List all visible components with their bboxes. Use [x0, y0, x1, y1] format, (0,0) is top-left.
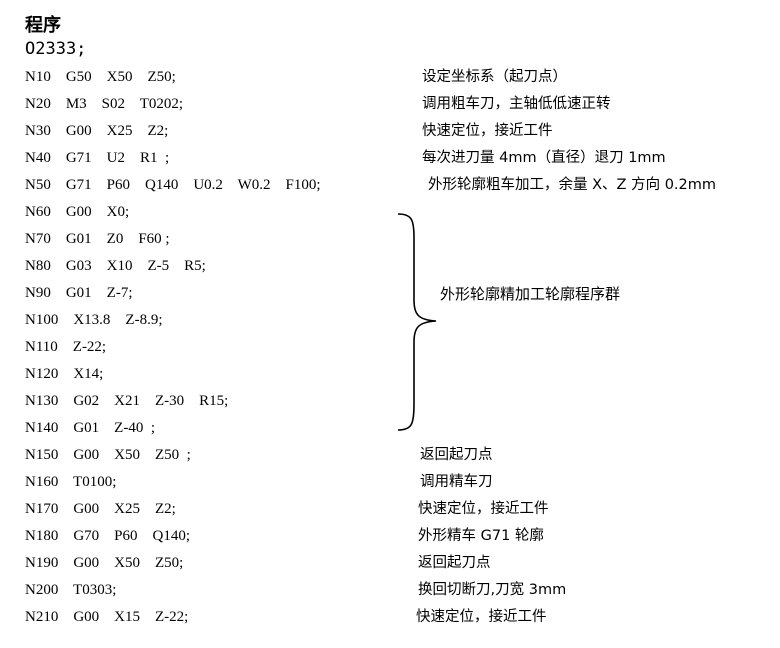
- comment-text: 设定坐标系（起刀点）: [422, 69, 567, 85]
- code-text: N180 G70 P60 Q140;: [25, 528, 191, 544]
- code-text: N50 G71 P60 Q140 U0.2 W0.2 F100;: [25, 177, 321, 193]
- code-text: N20 M3 S02 T0202;: [25, 96, 184, 112]
- program-line: N90 G01 Z-7;: [0, 280, 780, 307]
- code-text: N140 G01 Z-40 ;: [25, 420, 155, 436]
- program-line: N170 G00 X25 Z2; 快速定位，接近工件: [0, 496, 780, 523]
- code-text: N70 G01 Z0 F60 ;: [25, 231, 170, 247]
- code-text: N110 Z-22;: [25, 339, 107, 355]
- program-line: N200 T0303; 换回切断刀,刀宽 3mm: [0, 577, 780, 604]
- program-line: N120 X14;: [0, 361, 780, 388]
- comment-text: 外形精车 G71 轮廓: [418, 528, 544, 544]
- program-line: N50 G71 P60 Q140 U0.2 W0.2 F100; 外形轮廓粗车加工…: [0, 172, 780, 199]
- comment-text: 外形轮廓粗车加工，余量 X、Z 方向 0.2mm: [428, 177, 717, 193]
- curly-brace-icon: [397, 213, 437, 431]
- program-line: N20 M3 S02 T0202; 调用粗车刀，主轴低低速正转: [0, 91, 780, 118]
- program-line: N130 G02 X21 Z-30 R15;: [0, 388, 780, 415]
- code-text: N130 G02 X21 Z-30 R15;: [25, 393, 229, 409]
- code-text: N120 X14;: [25, 366, 104, 382]
- comment-text: 返回起刀点: [418, 555, 491, 571]
- comment-text: 调用精车刀: [420, 474, 493, 490]
- program-line: N140 G01 Z-40 ;: [0, 415, 780, 442]
- program-line: N60 G00 X0;: [0, 199, 780, 226]
- page-title: 程序: [25, 15, 61, 36]
- comment-text: 返回起刀点: [420, 447, 493, 463]
- program-line: N70 G01 Z0 F60 ;: [0, 226, 780, 253]
- program-line: N80 G03 X10 Z-5 R5;: [0, 253, 780, 280]
- program-number: O2333;: [25, 39, 87, 59]
- program-line: N160 T0100; 调用精车刀: [0, 469, 780, 496]
- program-line: N190 G00 X50 Z50; 返回起刀点: [0, 550, 780, 577]
- comment-text: 快速定位，接近工件: [422, 123, 553, 139]
- code-text: N200 T0303;: [25, 582, 117, 598]
- program-line: N30 G00 X25 Z2; 快速定位，接近工件: [0, 118, 780, 145]
- code-text: N190 G00 X50 Z50;: [25, 555, 184, 571]
- group-comment: 外形轮廓精加工轮廓程序群: [440, 285, 621, 303]
- code-text: N60 G00 X0;: [25, 204, 130, 220]
- program-line: N110 Z-22;: [0, 334, 780, 361]
- code-text: N210 G00 X15 Z-22;: [25, 609, 189, 625]
- code-text: N30 G00 X25 Z2;: [25, 123, 169, 139]
- code-text: N80 G03 X10 Z-5 R5;: [25, 258, 206, 274]
- code-text: N150 G00 X50 Z50 ;: [25, 447, 191, 463]
- program-line: N100 X13.8 Z-8.9;: [0, 307, 780, 334]
- comment-text: 换回切断刀,刀宽 3mm: [418, 582, 567, 598]
- code-text: N100 X13.8 Z-8.9;: [25, 312, 163, 328]
- comment-text: 快速定位，接近工件: [416, 609, 547, 625]
- program-line: N10 G50 X50 Z50; 设定坐标系（起刀点）: [0, 64, 780, 91]
- code-text: N40 G71 U2 R1 ;: [25, 150, 170, 166]
- program-lines: N10 G50 X50 Z50; 设定坐标系（起刀点） N20 M3 S02 T0…: [0, 64, 780, 631]
- comment-text: 每次进刀量 4mm（直径）退刀 1mm: [422, 150, 666, 166]
- program-line: N180 G70 P60 Q140; 外形精车 G71 轮廓: [0, 523, 780, 550]
- code-text: N90 G01 Z-7;: [25, 285, 133, 301]
- program-line: N150 G00 X50 Z50 ; 返回起刀点: [0, 442, 780, 469]
- program-line: N210 G00 X15 Z-22; 快速定位，接近工件: [0, 604, 780, 631]
- code-text: N10 G50 X50 Z50;: [25, 69, 176, 85]
- code-text: N160 T0100;: [25, 474, 117, 490]
- comment-text: 调用粗车刀，主轴低低速正转: [422, 96, 611, 112]
- comment-text: 快速定位，接近工件: [418, 501, 549, 517]
- code-text: N170 G00 X25 Z2;: [25, 501, 176, 517]
- program-line: N40 G71 U2 R1 ; 每次进刀量 4mm（直径）退刀 1mm: [0, 145, 780, 172]
